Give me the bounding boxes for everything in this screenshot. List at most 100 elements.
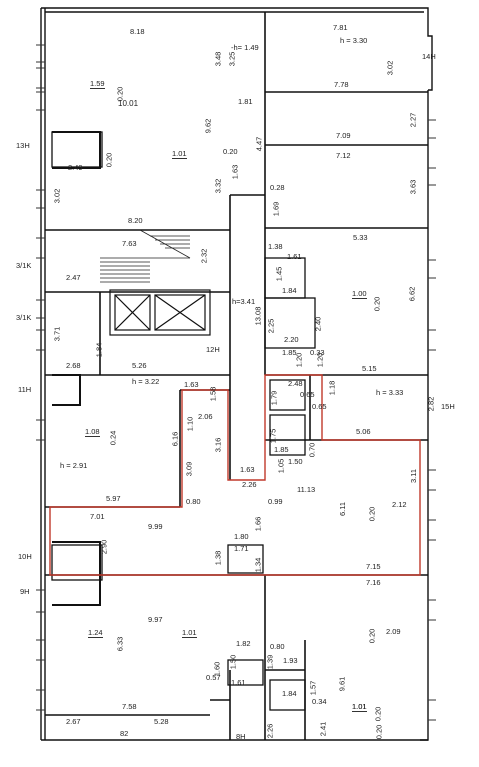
height-label: h = 3.33 (376, 388, 404, 397)
axis-11H: 11H (18, 385, 32, 394)
dimension-label: 0.20 (372, 296, 382, 312)
axis-13H: 13H (16, 141, 30, 150)
dimension-label: 0.33 (310, 348, 325, 357)
dimension-label: 5.97 (106, 494, 121, 503)
dimension-label: 2.12 (392, 500, 407, 509)
dimension-label: 3.32 (213, 178, 223, 194)
dimension-label: 0.24 (108, 430, 118, 446)
dimension-label: 5.28 (154, 717, 169, 726)
height-label: -h= 1.49 (231, 43, 259, 52)
dimension-label: 0.70 (307, 442, 317, 458)
small-rooms (51, 131, 316, 711)
dimension-label: 1.80 (234, 532, 249, 541)
dimension-label: 7.78 (334, 80, 349, 89)
dimension-label: 3.63 (408, 179, 418, 195)
dimension-label: 1.63 (240, 465, 255, 474)
dimension-label: 7.09 (336, 131, 351, 140)
dimension-label: 11.13 (297, 485, 316, 494)
dimension-label: 7.15 (366, 562, 381, 571)
dimension-label: 0.20 (223, 147, 238, 156)
outer-walls (40, 7, 433, 741)
dimension-label: 0.20 (373, 706, 383, 722)
dimension-label: 0.34 (312, 697, 327, 706)
dimension-label: 6.33 (115, 636, 125, 652)
dimension-label: 3.02 (385, 60, 395, 76)
dimension-label: 6.16 (170, 431, 180, 447)
dimension-label: 1.69 (271, 201, 281, 217)
dimension-label: 3.09 (184, 461, 194, 477)
dimension-label: 2.48 (288, 379, 303, 388)
dimension-label: 1.85 (282, 348, 297, 357)
dimension-label: 1.34 (253, 557, 263, 573)
dimension-label: 2.40 (313, 316, 323, 332)
dimension-label: 82 (120, 729, 129, 738)
window-ticks-left (36, 44, 45, 711)
dimension-label: 0.20 (367, 506, 377, 522)
dimension-label: 6.11 (338, 501, 348, 517)
dimension-label: 1.20 (315, 352, 325, 368)
dimension-label: 1.66 (253, 516, 263, 532)
dimension-label: 9.99 (148, 522, 163, 531)
dimension-label: 1.84 (94, 342, 104, 358)
dimension-label: 2.20 (284, 335, 299, 344)
dimension-label: 1.79 (269, 390, 279, 406)
dimension-label: 1.75 (268, 428, 278, 444)
stairs (100, 229, 191, 283)
room-area-label: 1.01 (172, 149, 187, 159)
dimension-label: 7.63 (122, 239, 137, 248)
dimension-label: 1.05 (276, 458, 286, 474)
dimension-label: 3.02 (52, 188, 62, 204)
dimension-label: 0.99 (268, 497, 283, 506)
height-label: h = 3.22 (132, 377, 160, 386)
axis-9H: 9H (20, 587, 30, 596)
room-area-label: 10.01 (118, 99, 139, 108)
window-ticks-right (428, 119, 436, 721)
dimension-label: 1.01 (352, 702, 367, 712)
dimension-label: 0.28 (270, 183, 285, 192)
dimension-label: 5.15 (362, 364, 377, 373)
dimension-label: 1.39 (265, 654, 275, 670)
dimension-label: 0.80 (270, 642, 285, 651)
room-area-label: 1.59 (90, 79, 105, 89)
axis-10H: 10H (18, 552, 32, 561)
dimension-label: 2.09 (386, 627, 401, 636)
dimension-label: 9.97 (148, 615, 163, 624)
dimension-label: 2.49 (68, 163, 83, 172)
dimension-label: 0.80 (186, 497, 201, 506)
dimension-label: 2.25 (266, 318, 276, 334)
dimension-label: 2.82 (426, 396, 436, 412)
dimension-label: 1.71 (234, 544, 249, 553)
dimension-label: 6.62 (407, 286, 417, 302)
dimension-label: 8.20 (128, 216, 143, 225)
dimension-label: 8.18 (130, 27, 145, 36)
dimension-label: 1.63 (184, 380, 199, 389)
dimension-label: 2.68 (66, 361, 81, 370)
elevator-shafts (109, 289, 211, 336)
room-area-label: 1.01 (182, 628, 197, 638)
dimension-label: 2.32 (199, 248, 209, 264)
dimension-label: 1.38 (268, 242, 283, 251)
dimension-label: 0.20 (104, 152, 114, 168)
dimension-label: 0.20 (374, 724, 384, 740)
dimension-label: 1.50 (228, 654, 238, 670)
dimension-label: 0.65 (312, 402, 327, 411)
dimension-label: 13.08 (253, 306, 263, 326)
dimension-label: 1.93 (283, 656, 298, 665)
dimension-label: 0.65 (300, 390, 315, 399)
dimension-label: 1.63 (230, 164, 240, 180)
room-area-label: 1.08 (85, 427, 100, 437)
highlighted-unit-outline (49, 374, 421, 576)
dimension-label: 0.57 (206, 673, 221, 682)
axis-3-1K-b: 3/1K (16, 313, 32, 322)
dimension-label: 5.06 (356, 427, 371, 436)
dimension-label: 1.61 (287, 252, 302, 261)
dimension-label: 0.20 (367, 628, 377, 644)
dimension-label: 1.58 (208, 386, 218, 402)
dimension-label: 1.10 (185, 416, 195, 432)
dimension-label: 7.81 (333, 23, 348, 32)
dimension-label: 9.62 (203, 118, 213, 134)
dimension-label: 0.20 (115, 86, 125, 102)
dimension-label: 1.61 (231, 678, 246, 687)
dimension-label: 4.47 (254, 136, 264, 152)
